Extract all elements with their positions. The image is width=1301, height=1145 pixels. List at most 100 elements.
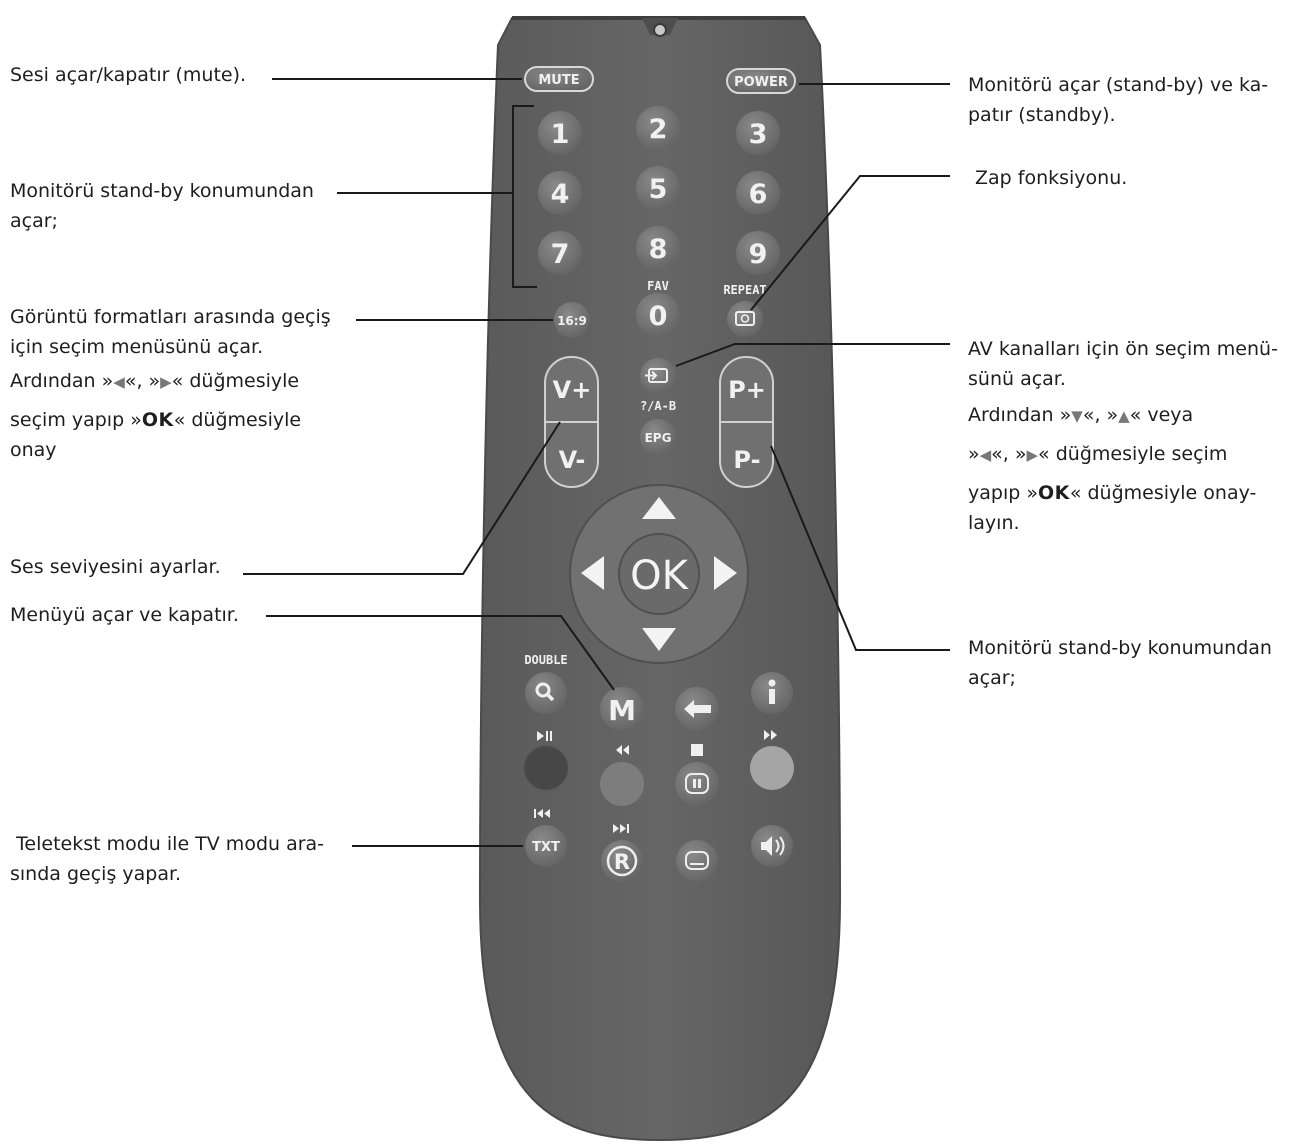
digit-1-button[interactable]: 1 [538, 111, 582, 155]
back-arrow-icon [684, 700, 711, 718]
input-source-icon [645, 368, 668, 383]
callout-av-line5: yapıp »OK« düğmesiyle onay- [968, 482, 1257, 504]
ok-label: OK [630, 553, 689, 599]
callout-av-line1: AV kanalları için ön seçim menü- [968, 338, 1278, 360]
callout-power: Monitörü açar (stand-by) ve ka- patır (s… [968, 70, 1268, 130]
red-button[interactable] [523, 745, 569, 791]
aspect-ratio-label: 16:9 [557, 314, 587, 328]
menu-button[interactable]: M [600, 687, 644, 731]
callout-format-line2: için seçim menüsünü açar. [10, 336, 264, 358]
aspect-ratio-button[interactable]: 16:9 [554, 302, 590, 338]
digit-6-button[interactable]: 6 [736, 171, 780, 215]
callout-program-line1: Monitörü stand-by konumundan [968, 637, 1272, 659]
speaker-icon [761, 836, 785, 856]
ok-button[interactable]: OK [618, 533, 700, 615]
number-pad: 1 2 3 4 5 6 7 8 9 [538, 106, 780, 275]
audio-button[interactable] [751, 825, 793, 867]
program-up-label: P+ [728, 376, 766, 404]
info-icon [768, 679, 776, 704]
callout-program: Monitörü stand-by konumundan açar; [968, 633, 1272, 693]
digit-8-label: 8 [649, 234, 668, 265]
pause-button[interactable] [675, 762, 719, 806]
callout-av-line4: »◀«, »▶« düğmesiyle seçim [968, 443, 1228, 465]
repeat-icon [735, 311, 755, 326]
digit-7-label: 7 [551, 239, 570, 270]
zoom-button[interactable] [525, 672, 567, 714]
triangle-right-icon: ▶ [160, 373, 172, 391]
nav-left-button[interactable] [581, 556, 604, 590]
volume-down-button[interactable]: V- [547, 424, 596, 485]
callout-numbers-line2: açar; [10, 210, 58, 232]
callout-format: Görüntü formatları arasında geçiş için s… [10, 302, 331, 465]
pause-icon [685, 773, 709, 794]
skip-forward-icon [613, 824, 629, 833]
callout-teletext: Teletekst modu ile TV modu ara- sında ge… [10, 829, 324, 889]
info-button[interactable] [751, 672, 793, 714]
callout-menu: Menüyü açar ve kapatır. [10, 604, 239, 626]
leader-lines [243, 78, 950, 847]
record-button[interactable]: R [601, 840, 643, 882]
nav-down-button[interactable] [642, 628, 676, 651]
digit-2-label: 2 [649, 114, 668, 145]
digit-1-label: 1 [551, 119, 570, 150]
callout-program-line2: açar; [968, 667, 1016, 689]
epg-label: EPG [645, 431, 672, 445]
navigation-pad: OK [569, 484, 749, 664]
epg-button[interactable]: EPG [640, 419, 676, 455]
fav-label: FAV [647, 279, 669, 293]
callout-numbers: Monitörü stand-by konumundan açar; [10, 176, 314, 236]
program-down-label: P- [733, 446, 760, 474]
menu-label: M [608, 694, 636, 727]
digit-0-button[interactable]: 0 [636, 293, 680, 337]
digit-4-button[interactable]: 4 [538, 171, 582, 215]
mute-button[interactable]: MUTE [524, 66, 594, 92]
teletext-button[interactable]: TXT [525, 825, 567, 867]
digit-3-button[interactable]: 3 [736, 111, 780, 155]
callout-mute: Sesi açar/kapatır (mute). [10, 64, 247, 86]
teletext-label: TXT [532, 840, 560, 855]
double-label: DOUBLE [524, 653, 567, 667]
digit-2-button[interactable]: 2 [636, 106, 680, 150]
digit-9-label: 9 [749, 239, 768, 270]
callout-av: AV kanalları için ön seçim menü- sünü aç… [968, 334, 1278, 538]
av-source-button[interactable] [640, 358, 676, 394]
digit-7-button[interactable]: 7 [538, 231, 582, 275]
repeat-button[interactable] [727, 301, 763, 337]
repeat-label: REPEAT [723, 283, 766, 297]
digit-8-button[interactable]: 8 [636, 226, 680, 270]
ir-emitter [642, 18, 678, 37]
digit-9-button[interactable]: 9 [736, 231, 780, 275]
play-pause-icon [537, 731, 552, 741]
digit-4-label: 4 [551, 179, 570, 210]
leader-menu [266, 615, 615, 691]
program-up-button[interactable]: P+ [722, 359, 771, 421]
callout-power-line2: patır (standby). [968, 104, 1116, 126]
volume-up-button[interactable]: V+ [547, 359, 596, 421]
skip-back-icon [534, 809, 550, 818]
volume-up-label: V+ [553, 376, 592, 404]
nav-right-button[interactable] [714, 556, 737, 590]
triangle-right-icon: ▶ [1026, 446, 1039, 464]
av-label: ?/A-B [640, 399, 676, 413]
callout-av-line3: Ardından »▼«, »▲« veya [968, 404, 1194, 426]
callout-format-line1: Görüntü formatları arasında geçiş [10, 306, 331, 328]
power-button[interactable]: POWER [726, 68, 796, 94]
digit-0-label: 0 [649, 301, 668, 332]
nav-up-button[interactable] [642, 497, 676, 519]
green-button[interactable] [600, 762, 644, 806]
callout-format-line3: Ardından »◀«, »▶« düğmesiyle [10, 370, 300, 392]
callout-teletext-line2: sında geçiş yapar. [10, 863, 182, 885]
callout-format-line4: seçim yapıp »OK« düğmesiyle [10, 409, 302, 431]
subtitle-button[interactable] [676, 840, 718, 882]
program-down-button[interactable]: P- [722, 424, 771, 485]
digit-5-button[interactable]: 5 [636, 166, 680, 210]
triangle-left-icon: ◀ [113, 373, 125, 391]
stop-icon [691, 744, 703, 756]
rewind-icon [616, 745, 629, 755]
triangle-down-icon: ▼ [1071, 407, 1083, 425]
leader-av [675, 343, 950, 367]
yellow-button[interactable] [750, 746, 794, 790]
back-button[interactable] [675, 687, 719, 731]
digit-5-label: 5 [649, 174, 668, 205]
